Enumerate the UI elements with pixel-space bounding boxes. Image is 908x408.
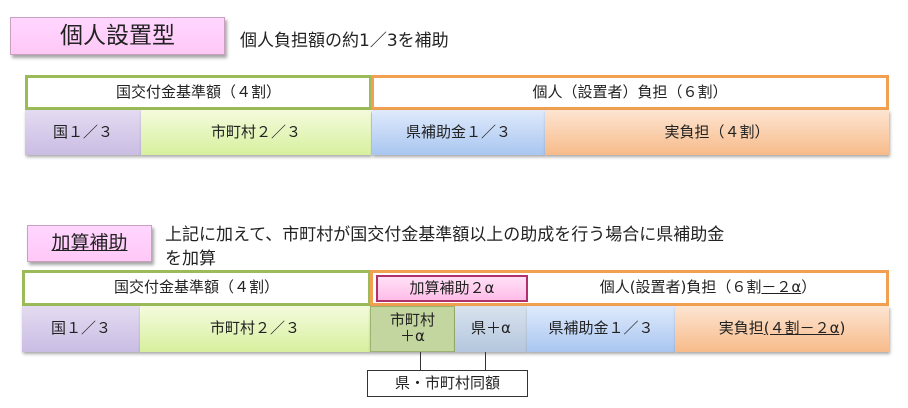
actual-burden-cell: 実負担（４割） [545, 110, 889, 155]
municipality-share-cell: 市町村２／３ [141, 110, 371, 155]
municipality-alpha-line2: ＋α [400, 327, 425, 345]
municipality-alpha-cell: 市町村 ＋α [370, 306, 455, 352]
individual-burden-prefix: 個人(設置者)負担（６割 [599, 278, 762, 297]
same-amount-callout: 県・市町村同額 [367, 370, 528, 397]
actual-burden-open: (４割 [763, 319, 800, 338]
municipality-share-cell-2: 市町村２／３ [140, 306, 370, 352]
national-share-cell-2: 国１／３ [22, 306, 140, 352]
additional-subsidy-box: 加算補助２α [376, 275, 528, 302]
actual-burden-close: ) [839, 319, 846, 338]
actual-burden-minus: －２α [799, 319, 840, 338]
individual-burden-bar-2: 加算補助２α 個人(設置者)負担（６割－２α） [370, 270, 889, 306]
prefecture-alpha-cell: 県＋α [455, 306, 527, 352]
prefecture-subsidy-cell: 県補助金１／３ [372, 110, 545, 155]
connector-line-municipality [420, 352, 421, 371]
connector-line-prefecture [485, 352, 486, 371]
section2-description-line2: を加算 [165, 249, 216, 269]
national-base-bar: 国交付金基準額（４割） [25, 75, 372, 110]
individual-burden-suffix: ） [801, 278, 817, 297]
section1-title-badge: 個人設置型 [10, 17, 225, 55]
prefecture-subsidy-cell-2: 県補助金１／３ [527, 306, 675, 352]
actual-burden-prefix: 実負担 [718, 319, 764, 338]
individual-burden-bar: 個人（設置者）負担（６割） [371, 75, 889, 110]
individual-burden-label-2: 個人(設置者)負担（６割－２α） [533, 273, 883, 303]
individual-burden-minus: －２α [761, 278, 802, 297]
actual-burden-cell-2: 実負担(４割－２α) [675, 306, 889, 352]
national-share-cell: 国１／３ [25, 110, 141, 155]
section2-description-line1: 上記に加えて、市町村が国交付金基準額以上の助成を行う場合に県補助金 [165, 225, 725, 245]
section1-description: 個人負担額の約1／3を補助 [240, 31, 449, 51]
municipality-alpha-line1: 市町村 [389, 311, 435, 330]
national-base-bar-2: 国交付金基準額（４割） [22, 270, 371, 306]
section2-title-badge: 加算補助 [27, 225, 152, 262]
